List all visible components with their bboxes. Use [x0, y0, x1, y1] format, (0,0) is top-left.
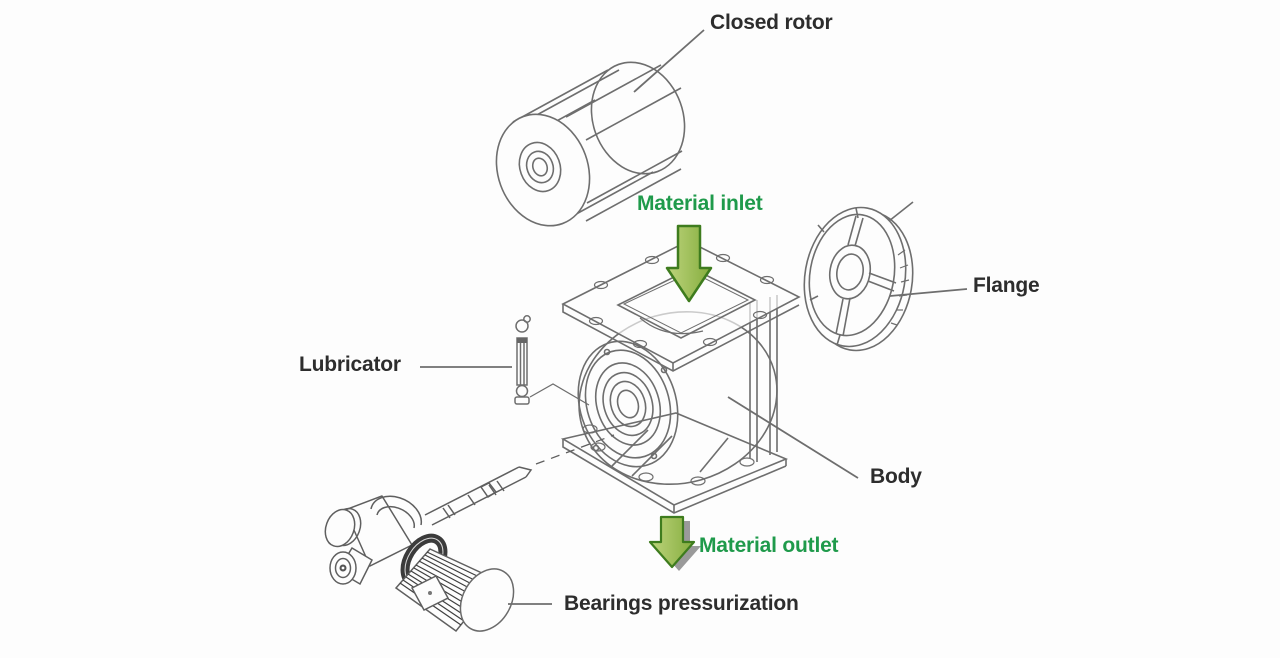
body-leader-line [727, 396, 859, 479]
shaft-axis-dashed-line [535, 434, 615, 465]
leader-lines [420, 29, 968, 605]
label-lubricator: Lubricator [299, 353, 401, 376]
label-material-inlet: Material inlet [637, 192, 763, 215]
closed-rotor-leader-line [633, 29, 705, 93]
valve-body-drawing [560, 240, 801, 514]
material-outlet-arrow-icon [648, 515, 701, 571]
flange-leader-line [889, 288, 968, 297]
drive-motor-drawing [324, 434, 615, 633]
label-flange: Flange [973, 274, 1040, 297]
material-inlet-arrow-icon [665, 224, 713, 303]
label-body: Body [870, 465, 922, 488]
lubricator-to-body-line [529, 383, 590, 406]
flange-drawing [803, 201, 914, 352]
closed-rotor-drawing [495, 61, 686, 227]
label-closed-rotor: Closed rotor [710, 11, 833, 34]
label-material-outlet: Material outlet [699, 534, 839, 557]
lubricator-drawing [514, 315, 590, 406]
label-bearings-pressurization: Bearings pressurization [564, 592, 799, 615]
